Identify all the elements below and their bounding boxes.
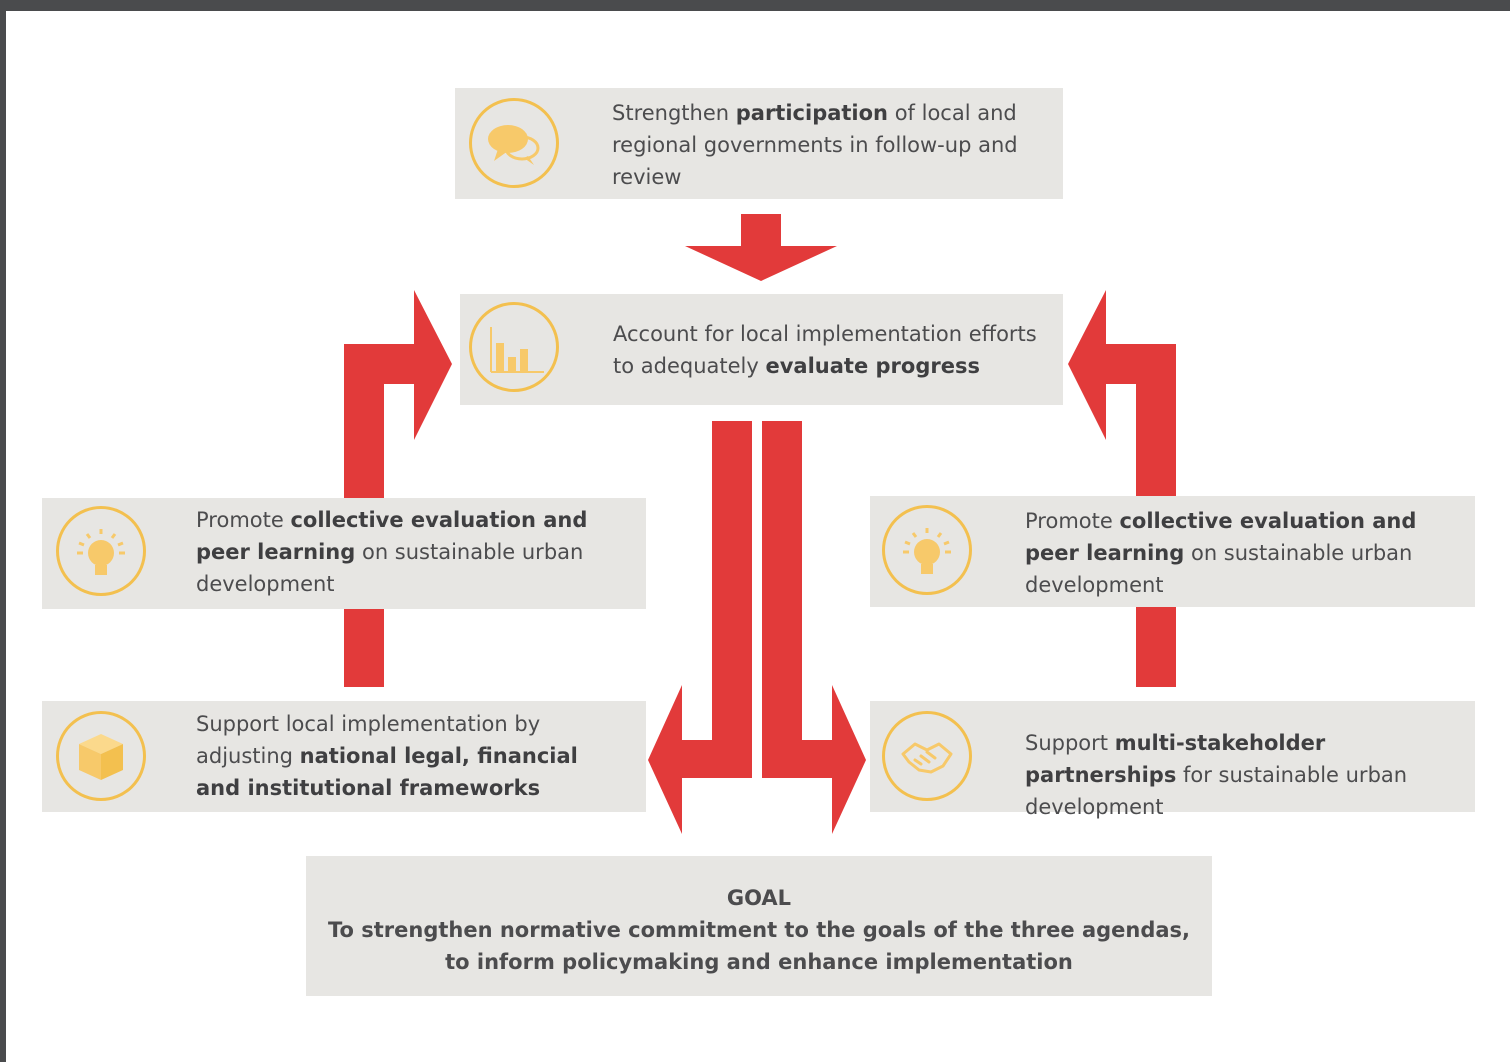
goal-box	[306, 856, 1212, 996]
speech-bubbles-icon	[469, 98, 559, 188]
window-frame-left	[0, 0, 6, 1062]
node-national-frameworks: Support local implementation by adjustin…	[42, 701, 646, 812]
node-partnerships-text: Support multi-stakeholder partnerships f…	[1025, 731, 1408, 819]
node-peer-learning-right: Promote collective evaluation and peer l…	[870, 496, 1475, 607]
node-national-frameworks-text: Support local implementation by adjustin…	[196, 712, 578, 800]
arrow-split-left	[648, 421, 752, 834]
arrow-top-down	[685, 214, 837, 281]
goal-line-2: to inform policymaking and enhance imple…	[445, 950, 1073, 974]
goal-heading: GOAL	[726, 886, 792, 910]
lightbulb-icon	[882, 505, 972, 595]
lightbulb-icon	[56, 506, 146, 596]
node-partnerships: Support multi-stakeholder partnerships f…	[870, 701, 1475, 819]
goal-line-1: To strengthen normative commitment to th…	[327, 918, 1191, 942]
arrow-split-right	[762, 421, 866, 834]
arrow-right-loop	[1068, 290, 1176, 687]
node-evaluate-progress-text: Account for local implementation efforts…	[613, 322, 1037, 378]
arrow-left-loop	[344, 290, 452, 687]
handshake-icon	[882, 711, 972, 801]
bar-chart-icon	[469, 302, 559, 392]
node-participation: Strengthen participation of local and re…	[455, 88, 1063, 199]
node-participation-text: Strengthen participation of local and re…	[612, 101, 1018, 189]
node-peer-learning-right-text: Promote collective evaluation and peer l…	[1025, 509, 1417, 597]
window-frame-top	[0, 0, 1510, 11]
node-peer-learning-left-text: Promote collective evaluation and peer l…	[196, 508, 588, 596]
cube-icon	[56, 711, 146, 801]
node-peer-learning-left: Promote collective evaluation and peer l…	[42, 498, 646, 609]
goal-text: GOAL To strengthen normative commitment …	[306, 882, 1212, 978]
node-evaluate-progress: Account for local implementation efforts…	[460, 294, 1063, 405]
